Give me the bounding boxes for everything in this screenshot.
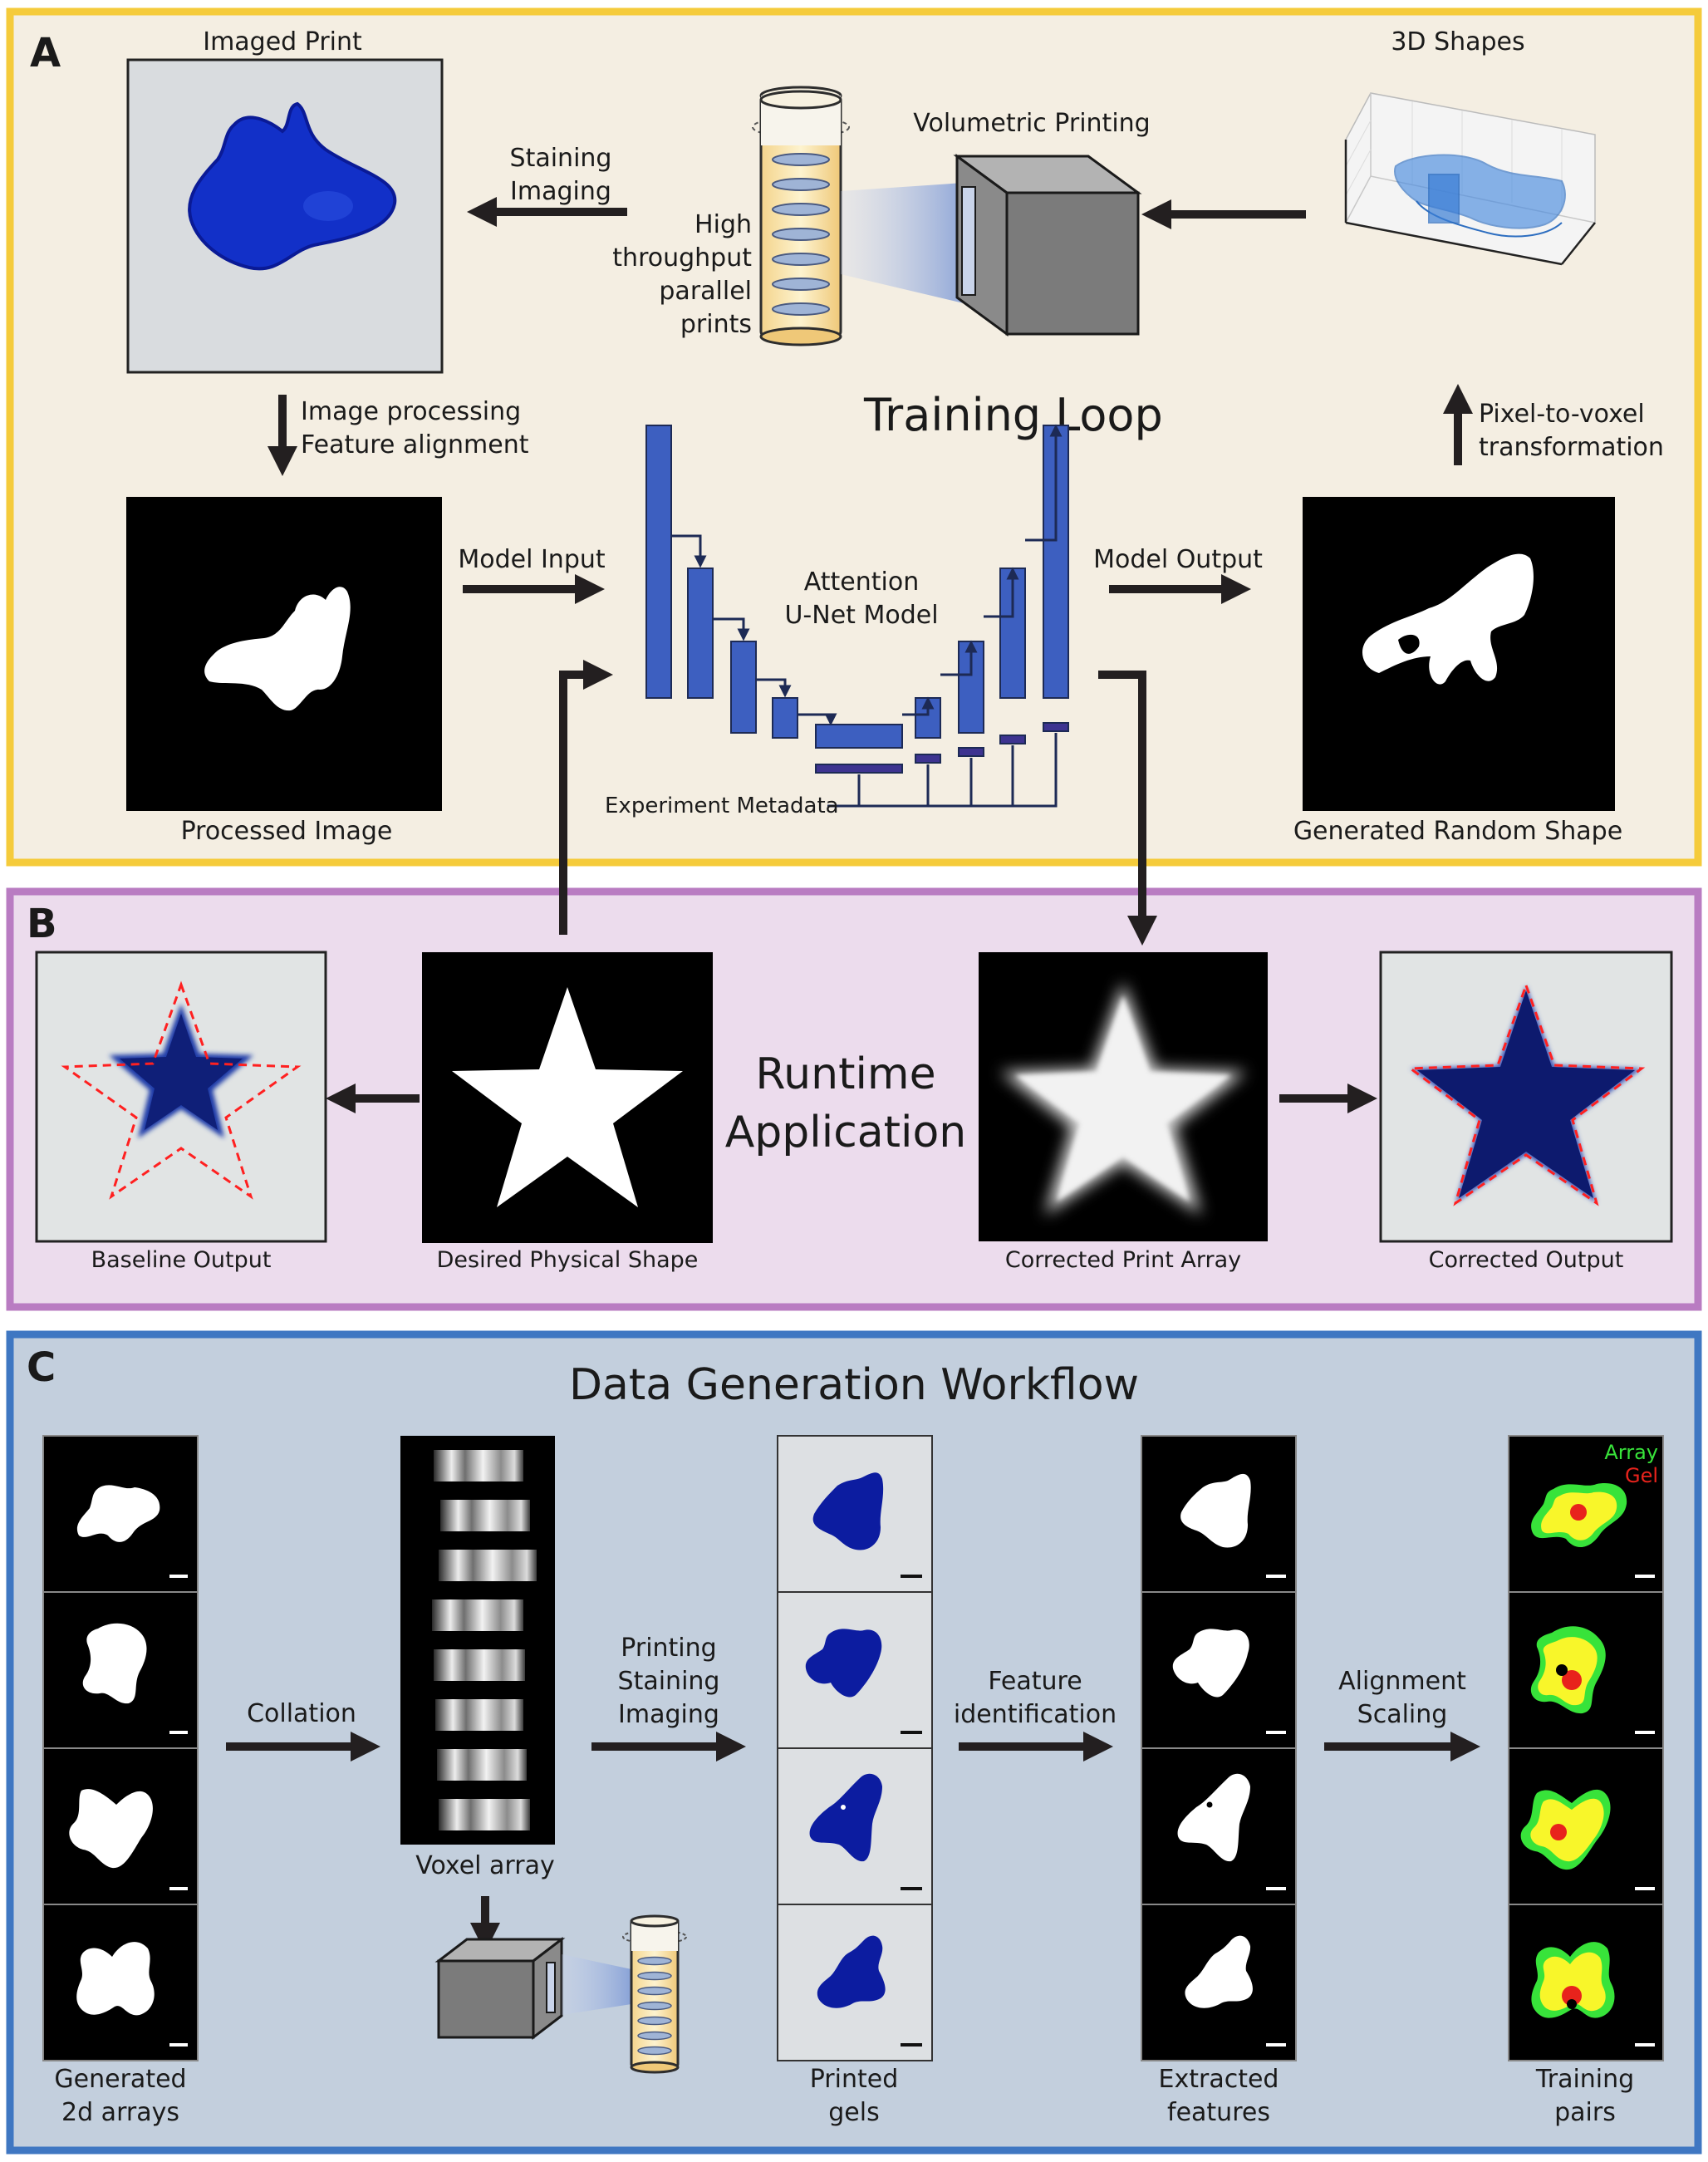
legend-array-label: Array <box>1604 1441 1658 1464</box>
shapes-3d-plot <box>1344 92 1596 266</box>
printed-gels-label-1: Printed <box>810 2065 899 2094</box>
model-output-label: Model Output <box>1093 545 1263 574</box>
generated-random-shape-label: Generated Random Shape <box>1293 817 1622 846</box>
panel-c-letter: C <box>27 1344 56 1391</box>
unet-model-label: U-Net Model <box>784 601 938 630</box>
attention-label: Attention <box>804 568 919 597</box>
panel-b-letter: B <box>27 901 57 947</box>
svg-text:throughput: throughput <box>612 243 752 273</box>
corrected-print-array-label: Corrected Print Array <box>1005 1247 1241 1273</box>
training-pairs-label-2: pairs <box>1554 2098 1616 2127</box>
unet-diagram <box>645 424 1069 808</box>
baseline-output-image <box>35 951 327 1243</box>
arrow-desired-to-model <box>559 660 613 935</box>
desired-physical-shape-image <box>422 952 713 1243</box>
arrow-model-to-corrected <box>1098 671 1157 946</box>
runtime-label: Runtime <box>755 1049 935 1099</box>
experiment-metadata-label: Experiment Metadata <box>605 794 839 818</box>
training-pairs-label-1: Training <box>1535 2065 1634 2094</box>
corrected-print-array-image <box>979 952 1268 1241</box>
voxel-array-label: Voxel array <box>415 1851 554 1880</box>
staining-label: Staining <box>510 144 612 173</box>
desired-physical-shape-label: Desired Physical Shape <box>437 1247 699 1273</box>
printed-gels-column <box>777 1435 933 2061</box>
volumetric-printing-label: Volumetric Printing <box>913 109 1150 138</box>
training-loop-title: Training Loop <box>863 389 1163 441</box>
legend-gel-label: Gel <box>1625 1464 1658 1487</box>
model-input-label: Model Input <box>458 545 606 574</box>
transformation-label: transformation <box>1479 433 1664 462</box>
panel-c-title: Data Generation Workflow <box>569 1360 1139 1410</box>
printing-label: Printing <box>621 1634 716 1663</box>
corrected-output-image <box>1379 951 1673 1243</box>
application-label: Application <box>725 1108 967 1157</box>
collation-label: Collation <box>247 1699 356 1728</box>
imaging-label: Imaging <box>510 177 611 206</box>
projector-beam <box>841 183 964 303</box>
extracted-features-label-2: features <box>1167 2098 1270 2127</box>
feature-label: Feature <box>988 1667 1082 1696</box>
imaged-print-label: Imaged Print <box>203 27 362 57</box>
imaging-c-label: Imaging <box>618 1700 719 1729</box>
feature-alignment-label: Feature alignment <box>301 430 529 459</box>
printer-cube-small-icon <box>434 1936 566 2041</box>
scaling-label: Scaling <box>1357 1700 1448 1729</box>
printed-gels-label-2: gels <box>828 2098 879 2127</box>
training-pairs-column <box>1508 1435 1664 2061</box>
panel-a-letter: A <box>30 30 61 76</box>
processed-image-label: Processed Image <box>181 817 393 846</box>
generated-arrays-label-2: 2d arrays <box>61 2098 179 2127</box>
generated-arrays-label-1: Generated <box>54 2065 186 2094</box>
print-vial-small <box>622 1914 687 2074</box>
extracted-features-label-1: Extracted <box>1159 2065 1279 2094</box>
image-processing-label: Image processing <box>301 397 521 426</box>
print-vial <box>752 86 850 346</box>
alignment-label: Alignment <box>1338 1667 1466 1696</box>
processed-image <box>126 497 442 811</box>
printer-cube-icon <box>953 154 1142 337</box>
svg-text:parallel: parallel <box>659 277 752 306</box>
generated-random-shape-image <box>1303 497 1615 811</box>
identification-label: identification <box>954 1700 1117 1729</box>
throughput-text: High throughput parallel prints <box>612 210 752 339</box>
svg-text:prints: prints <box>680 310 752 339</box>
baseline-output-label: Baseline Output <box>91 1247 272 1273</box>
svg-text:High: High <box>694 210 752 239</box>
imaged-print-image <box>126 58 444 374</box>
extracted-features-column <box>1141 1435 1297 2061</box>
shapes-3d-label: 3D Shapes <box>1391 27 1524 57</box>
pixel-to-voxel-label: Pixel-to-voxel <box>1479 400 1645 429</box>
staining-c-label: Staining <box>618 1667 720 1696</box>
voxel-array-image <box>400 1436 555 1845</box>
corrected-output-label: Corrected Output <box>1429 1247 1624 1273</box>
projector-beam-small <box>562 1954 631 2015</box>
generated-arrays-column <box>42 1435 199 2061</box>
